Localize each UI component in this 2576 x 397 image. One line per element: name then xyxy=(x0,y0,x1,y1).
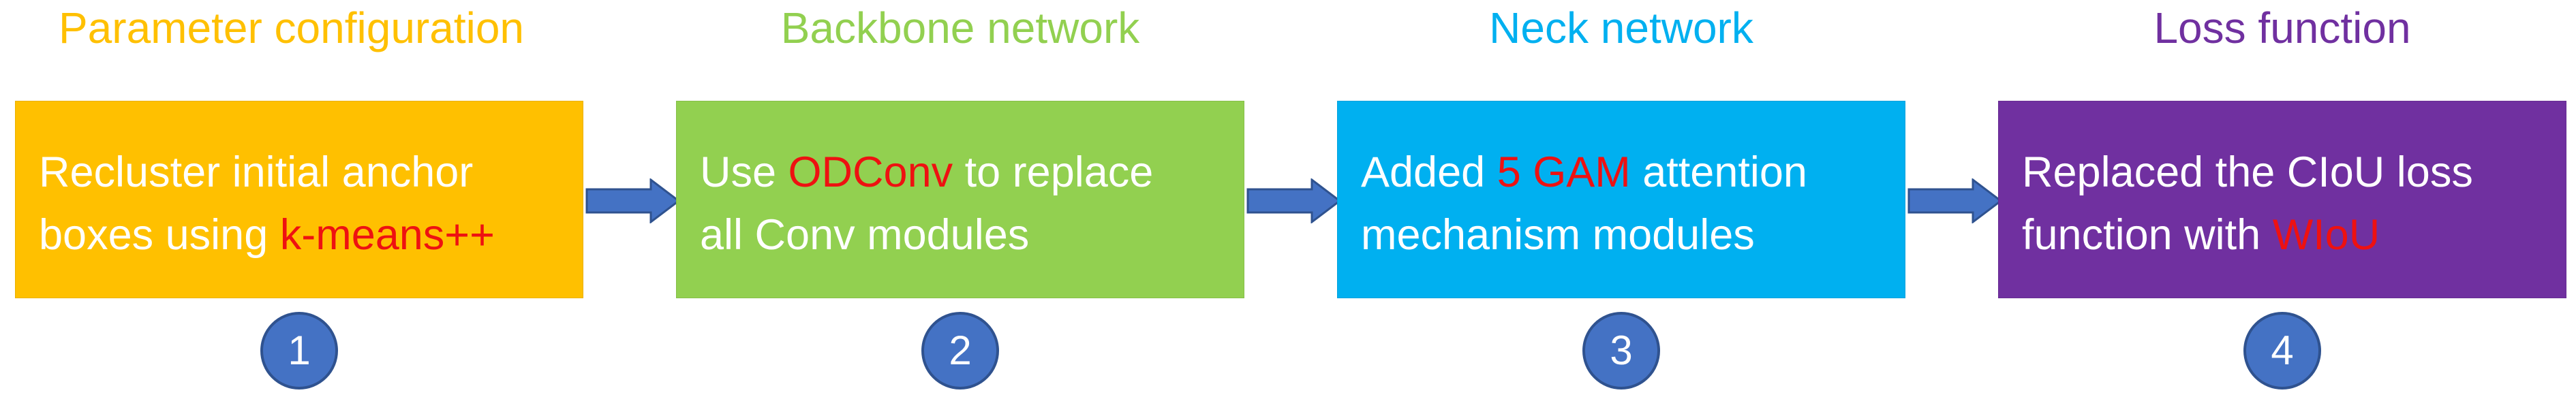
stage-1-number-badge: 1 xyxy=(260,312,338,390)
stage-4-highlight: WIoU xyxy=(2272,211,2380,259)
stage-2-line-2: all Conv modules xyxy=(700,211,1030,259)
stage-1-line-2: boxes using k-means++ xyxy=(39,211,495,259)
stage-4-line-2: function with WIoU xyxy=(2022,211,2380,259)
stage-2-highlight: ODConv xyxy=(788,148,953,196)
stage-3-box: Added 5 GAM attention mechanism modules xyxy=(1337,101,1905,298)
stage-4-heading: Loss function xyxy=(2153,3,2411,52)
stage-4-number-badge: 4 xyxy=(2243,312,2321,390)
stage-3-line-2: mechanism modules xyxy=(1361,211,1755,259)
stage-3-heading: Neck network xyxy=(1489,3,1753,52)
arrow-right-icon xyxy=(1907,178,2003,223)
stage-2-number-badge: 2 xyxy=(921,312,999,390)
stage-1-heading: Parameter configuration xyxy=(58,3,525,52)
arrow-right-icon xyxy=(1246,178,1342,223)
stage-3-line-1: Added 5 GAM attention xyxy=(1361,148,1807,196)
stage-3-number-badge: 3 xyxy=(1582,312,1660,390)
stage-2-line-1: Use ODConv to replace xyxy=(700,148,1154,196)
stage-1-box: Recluster initial anchor boxes using k-m… xyxy=(15,101,583,298)
stage-1-highlight: k-means++ xyxy=(279,211,495,259)
stage-2-box: Use ODConv to replace all Conv modules xyxy=(676,101,1244,298)
stage-4-box: Replaced the CIoU loss function with WIo… xyxy=(1998,101,2566,298)
stage-2-heading: Backbone network xyxy=(780,3,1140,52)
stage-1-line-1: Recluster initial anchor xyxy=(39,148,474,196)
stage-4-line-1: Replaced the CIoU loss xyxy=(2022,148,2473,196)
stage-3-highlight: 5 GAM xyxy=(1497,148,1631,196)
arrow-right-icon xyxy=(585,178,681,223)
